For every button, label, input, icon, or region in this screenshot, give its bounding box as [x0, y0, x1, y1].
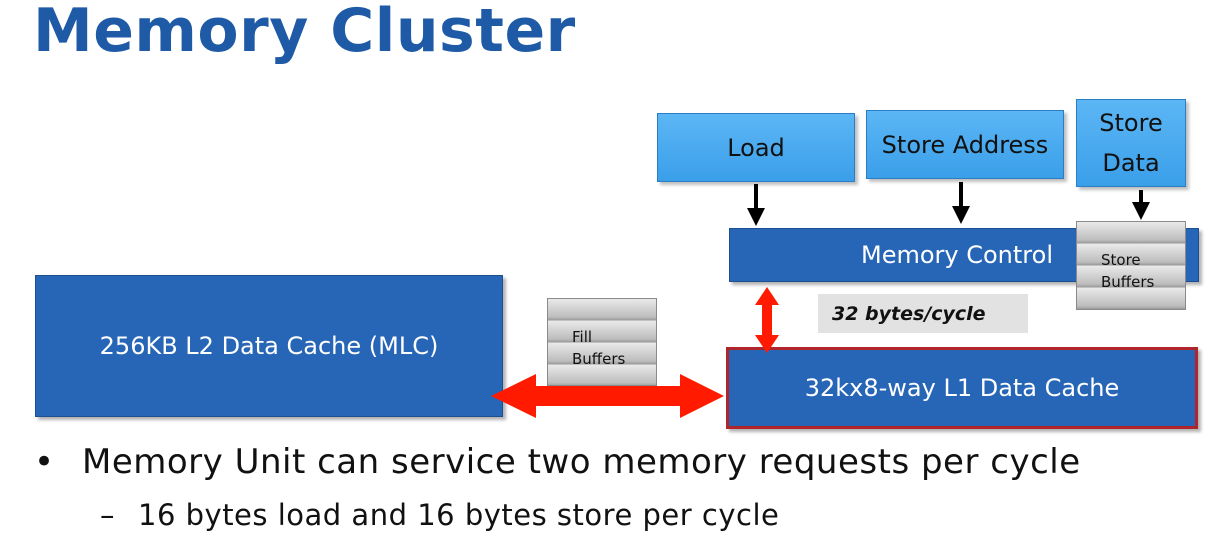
l1-cache-label: 32kx8-way L1 Data Cache — [804, 374, 1120, 402]
fill-buffers-label-line1: Fill — [572, 328, 593, 346]
store-address-label: Store Address — [881, 130, 1049, 159]
fill-buffers-label-line2: Buffers — [572, 350, 626, 368]
bullet-main-text: Memory Unit can service two memory reque… — [82, 442, 1081, 482]
l1-cache-box: 32kx8-way L1 Data Cache — [726, 347, 1198, 429]
store-buffers-label-line1: Store — [1101, 251, 1141, 269]
page-title: Memory Cluster — [33, 0, 576, 66]
bullet-sub-text: 16 bytes load and 16 bytes store per cyc… — [138, 498, 780, 532]
l2-cache-label: 256KB L2 Data Cache (MLC) — [99, 332, 439, 360]
store-buffers-stack — [1076, 221, 1186, 310]
load-label: Load — [727, 133, 785, 162]
store-buffers-label-line2: Buffers — [1101, 273, 1155, 291]
load-arrow — [747, 184, 765, 226]
sub-bullet-mark: – — [100, 498, 115, 532]
fill-buffers-stack — [547, 298, 657, 386]
store-address-box: Store Address — [866, 110, 1064, 179]
bullet-mark: • — [34, 442, 55, 482]
store-buffers-label: Store Buffers — [1101, 249, 1154, 293]
store-data-arrow — [1132, 190, 1150, 220]
store-data-label-line1: Store — [1099, 109, 1163, 137]
load-box: Load — [657, 113, 855, 182]
l2-l1-double-arrow — [491, 374, 724, 418]
store-address-arrow — [952, 182, 970, 224]
l2-cache-box: 256KB L2 Data Cache (MLC) — [35, 275, 503, 417]
fill-buffers-label: Fill Buffers — [572, 326, 625, 370]
bandwidth-label: 32 bytes/cycle — [818, 294, 1028, 333]
store-data-label-line2: Data — [1102, 149, 1160, 177]
bandwidth-label-text: 32 bytes/cycle — [832, 302, 986, 325]
store-data-box: Store Data — [1076, 99, 1186, 187]
memory-control-label: Memory Control — [861, 241, 1053, 269]
memory-control-l1-double-arrow — [755, 287, 779, 353]
